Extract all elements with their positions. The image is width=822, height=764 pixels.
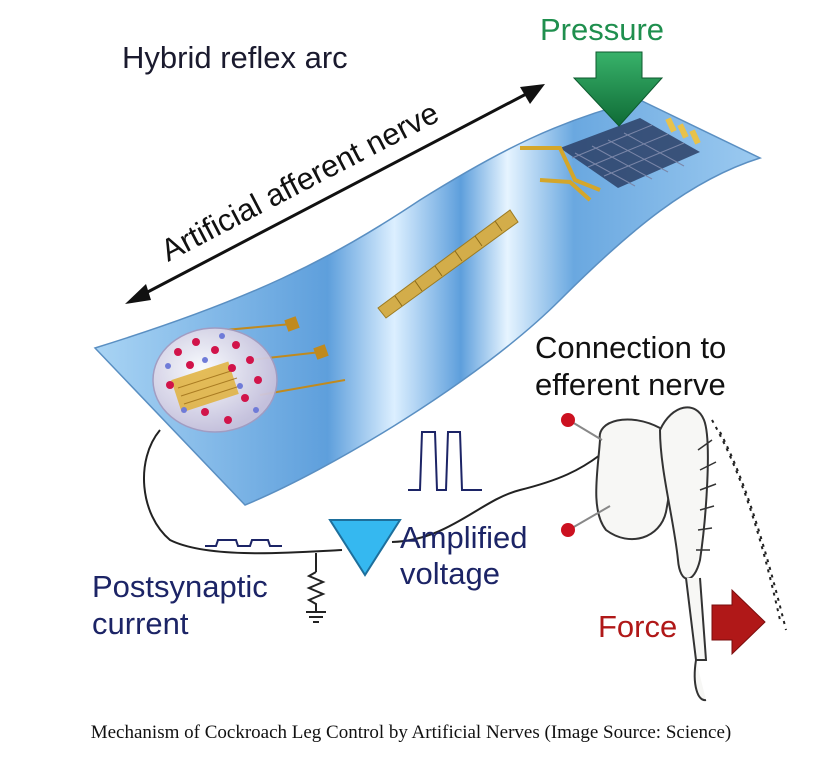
pressure-arrow-icon [572, 51, 664, 127]
cockroach-leg [595, 406, 787, 702]
wiring [143, 429, 601, 623]
force-arrow-icon [711, 588, 766, 656]
figure-caption: Mechanism of Cockroach Leg Control by Ar… [90, 722, 732, 743]
leg-electrodes [561, 413, 611, 537]
postsynaptic-waveform [205, 539, 282, 547]
pressure-sensor [520, 117, 701, 202]
postsynaptic-label-line2: current [92, 606, 189, 641]
amplified-label-line1: Amplified [400, 520, 528, 555]
synaptic-transistor [152, 327, 278, 433]
diagram-title: Hybrid reflex arc [122, 40, 348, 75]
afferent-length-arrow [125, 84, 545, 304]
force-label: Force [598, 609, 677, 644]
amplifier-icon [328, 519, 402, 577]
amplified-waveform [408, 431, 482, 491]
connection-label-line1: Connection to [535, 330, 726, 365]
pressure-label: Pressure [540, 12, 664, 47]
postsynaptic-label-line1: Postsynaptic [92, 569, 268, 604]
connection-label-line2: efferent nerve [535, 367, 726, 402]
ring-oscillator [377, 209, 519, 319]
amplified-label-line2: voltage [400, 556, 500, 591]
